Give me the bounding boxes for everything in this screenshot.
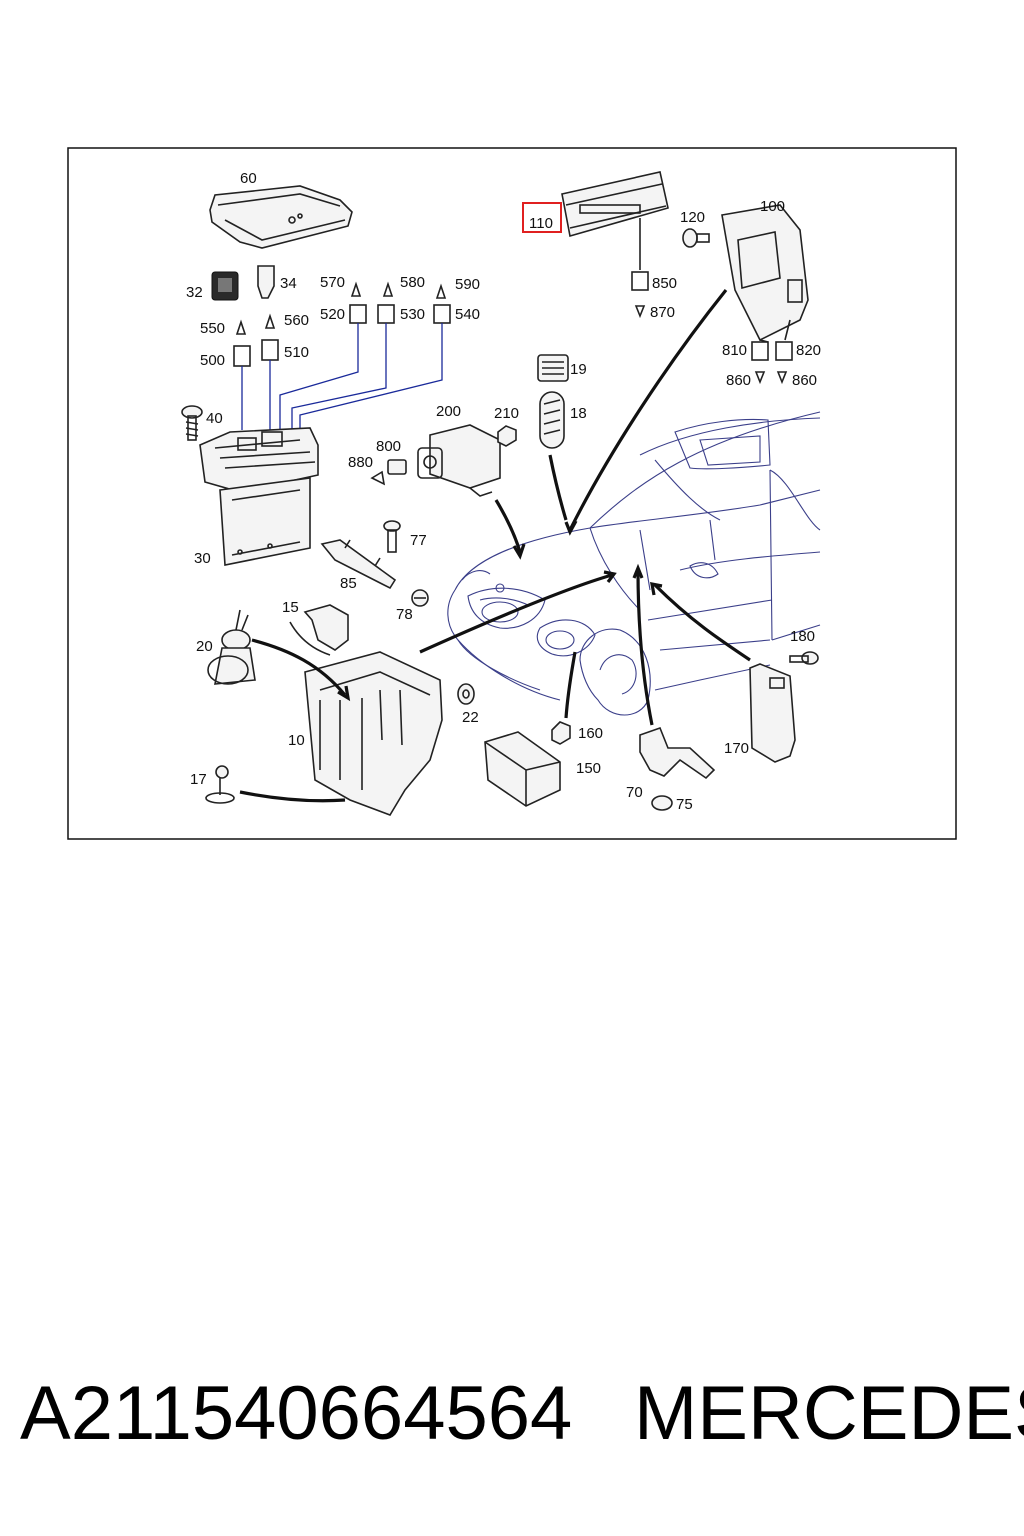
part-110-control-unit xyxy=(561,171,669,270)
callout-200: 200 xyxy=(436,403,461,420)
part-70-bracket xyxy=(639,726,716,780)
callout-210: 210 xyxy=(494,405,519,422)
callout-870: 870 xyxy=(650,304,675,321)
part-100-module xyxy=(721,204,809,343)
callout-70: 70 xyxy=(626,784,643,801)
part-18-grommet xyxy=(539,391,565,449)
callout-580: 580 xyxy=(400,274,425,291)
part-15-clamp xyxy=(289,604,349,656)
callout-150: 150 xyxy=(576,760,601,777)
callout-110: 110 xyxy=(529,215,553,232)
diagram-frame xyxy=(67,147,957,840)
part-77-screw xyxy=(383,520,401,553)
part-800-880-connector xyxy=(370,459,407,486)
part-19-clip xyxy=(537,354,569,382)
part-200-sensor xyxy=(417,424,501,497)
part-120-bolt xyxy=(682,228,710,248)
part-850-870-terminals xyxy=(631,271,649,319)
callout-550: 550 xyxy=(200,320,225,337)
callout-85: 85 xyxy=(340,575,357,592)
callout-78: 78 xyxy=(396,606,413,623)
part-30-fusebox xyxy=(199,427,319,566)
callout-18: 18 xyxy=(570,405,587,422)
part-810-820-terminals xyxy=(751,341,793,385)
callout-30: 30 xyxy=(194,550,211,567)
callout-860-left: 860 xyxy=(726,372,751,389)
part-180-screw xyxy=(789,651,819,665)
brand-name: MERCEDES xyxy=(634,1371,1024,1456)
callout-20: 20 xyxy=(196,638,213,655)
part-17-fitting xyxy=(205,765,235,804)
callout-120: 120 xyxy=(680,209,705,226)
callout-530: 530 xyxy=(400,306,425,323)
connector-leads xyxy=(241,323,443,440)
callout-labels: 60 32 34 570 580 590 520 530 540 550 560… xyxy=(186,170,821,813)
callout-500: 500 xyxy=(200,352,225,369)
callout-180: 180 xyxy=(790,628,815,645)
callout-34: 34 xyxy=(280,275,297,292)
callout-170: 170 xyxy=(724,740,749,757)
part-210-nut xyxy=(497,425,517,447)
callout-60: 60 xyxy=(240,170,257,187)
callout-880: 880 xyxy=(348,454,373,471)
callout-570: 570 xyxy=(320,274,345,291)
callout-820: 820 xyxy=(796,342,821,359)
callout-100: 100 xyxy=(760,198,785,215)
callout-560: 560 xyxy=(284,312,309,329)
part-20-pump xyxy=(207,609,256,685)
callout-32: 32 xyxy=(186,284,203,301)
callout-15: 15 xyxy=(282,599,299,616)
part-22-grommet xyxy=(457,683,475,705)
part-170-module xyxy=(749,663,796,763)
callout-860-right: 860 xyxy=(792,372,817,389)
callout-10: 10 xyxy=(288,732,305,749)
callout-17: 17 xyxy=(190,771,207,788)
callout-75: 75 xyxy=(676,796,693,813)
part-number: A211540664564 xyxy=(20,1371,573,1456)
callout-19: 19 xyxy=(570,361,587,378)
part-34-fuse xyxy=(257,265,275,299)
callout-800: 800 xyxy=(376,438,401,455)
callout-850: 850 xyxy=(652,275,677,292)
callout-540: 540 xyxy=(455,306,480,323)
part-78-screw xyxy=(411,589,429,607)
callout-590: 590 xyxy=(455,276,480,293)
caption: A211540664564 MERCEDES xyxy=(20,1370,1024,1470)
callout-810: 810 xyxy=(722,342,747,359)
callout-40: 40 xyxy=(206,410,223,427)
part-40-bolt xyxy=(181,405,203,441)
part-75-clip xyxy=(651,795,673,811)
callout-77: 77 xyxy=(410,532,427,549)
part-160-nut xyxy=(551,721,571,745)
callout-510: 510 xyxy=(284,344,309,361)
callout-22: 22 xyxy=(462,709,479,726)
part-60-cover xyxy=(209,185,353,249)
arrows xyxy=(239,289,751,803)
callout-520: 520 xyxy=(320,306,345,323)
highlight-box-110 xyxy=(522,202,562,233)
part-32-relay xyxy=(211,271,239,301)
part-85-bracket xyxy=(320,539,397,590)
car-outline xyxy=(447,411,821,716)
part-150-cover xyxy=(484,731,561,807)
callout-160: 160 xyxy=(578,725,603,742)
parts-diagram: 60 32 34 570 580 590 520 530 540 550 560… xyxy=(67,147,957,840)
